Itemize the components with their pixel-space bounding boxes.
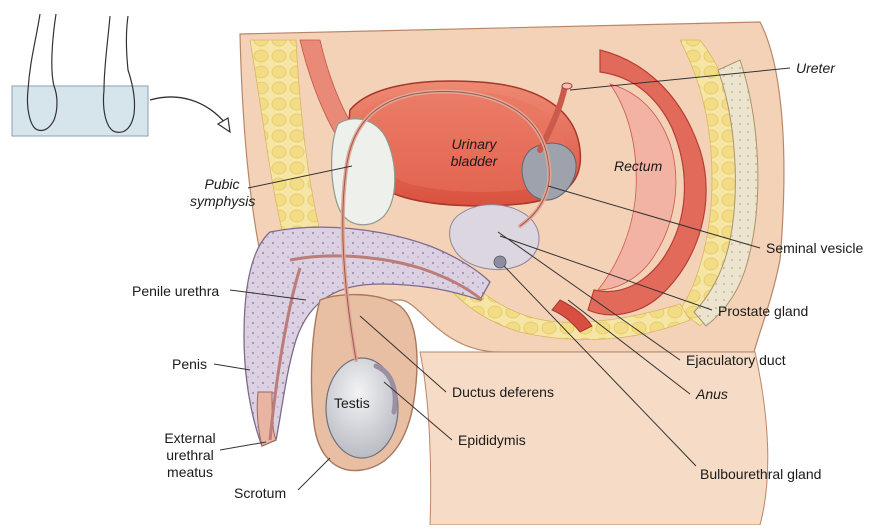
leader-anus: [567, 299, 691, 395]
inset-arrowhead: [216, 117, 231, 134]
epididymis: [373, 363, 398, 415]
label-scrotum: Scrotum: [234, 485, 287, 501]
label-rectum: Rectum: [614, 158, 663, 174]
label-prostate-gland: Prostate gland: [718, 303, 809, 319]
urethra-penile-distal: [268, 267, 302, 441]
ductus-deferens-outline: [342, 91, 550, 361]
leader-penile-urethra: [229, 289, 307, 301]
leader-scrotum: [297, 457, 331, 491]
pubic-symphysis-bone: [331, 118, 396, 226]
testis: [325, 357, 399, 459]
leader-ductus-deferens: [359, 315, 447, 393]
label-ductus-deferens: Ductus deferens: [452, 384, 554, 400]
label-seminal-vesicle: Seminal vesicle: [766, 240, 864, 256]
label-penis: Penis: [172, 356, 208, 372]
inset-arrow: [149, 96, 227, 125]
prostate-gland: [449, 204, 540, 270]
penis-group: [243, 226, 491, 447]
urethra-penile: [289, 254, 483, 302]
label-testis: Testis: [334, 395, 370, 411]
leader-external-urethral-meatus: [219, 441, 267, 451]
penis-shaft: [243, 226, 491, 447]
leader-ejaculatory-duct: [497, 231, 681, 361]
label-urinary-bladder: Urinary bladder: [450, 136, 498, 169]
label-anus: Anus: [696, 386, 728, 402]
inset-hand-left: [26, 13, 58, 132]
bulbourethral-gland: [493, 255, 507, 269]
bladder-group: [348, 80, 582, 207]
leader-penis: [213, 363, 251, 371]
perineal-fat: [429, 249, 691, 341]
label-bulbourethral-gland: Bulbourethral gland: [700, 466, 822, 482]
leader-bulbourethral-gland: [503, 265, 697, 467]
scrotum-group: [310, 293, 418, 472]
inset-orientation-figure: [11, 13, 231, 137]
leader-lines: [213, 67, 791, 491]
inset-hand-right: [102, 15, 136, 133]
label-ejaculatory-duct: Ejaculatory duct: [686, 352, 786, 368]
label-pubic-symphysis: Pubic symphysis: [190, 176, 256, 209]
label-external-urethral-meatus: External urethral meatus: [164, 430, 216, 480]
leader-pubic-symphysis: [247, 165, 353, 189]
leader-seminal-vesicle: [547, 185, 761, 249]
anal-canal: [551, 299, 593, 333]
label-penile-urethra: Penile urethra: [132, 283, 220, 299]
leader-prostate: [499, 235, 713, 311]
ureter-opening: [561, 82, 573, 90]
label-epididymis: Epididymis: [458, 432, 526, 448]
rectum-wall: [587, 49, 707, 316]
rectum-lumen: [597, 83, 677, 291]
bladder-inner: [361, 90, 567, 192]
leader-ureter: [569, 67, 791, 91]
leader-epididymis: [383, 381, 453, 441]
sacrum-coccyx: [693, 59, 759, 327]
label-ureter: Ureter: [796, 60, 835, 76]
